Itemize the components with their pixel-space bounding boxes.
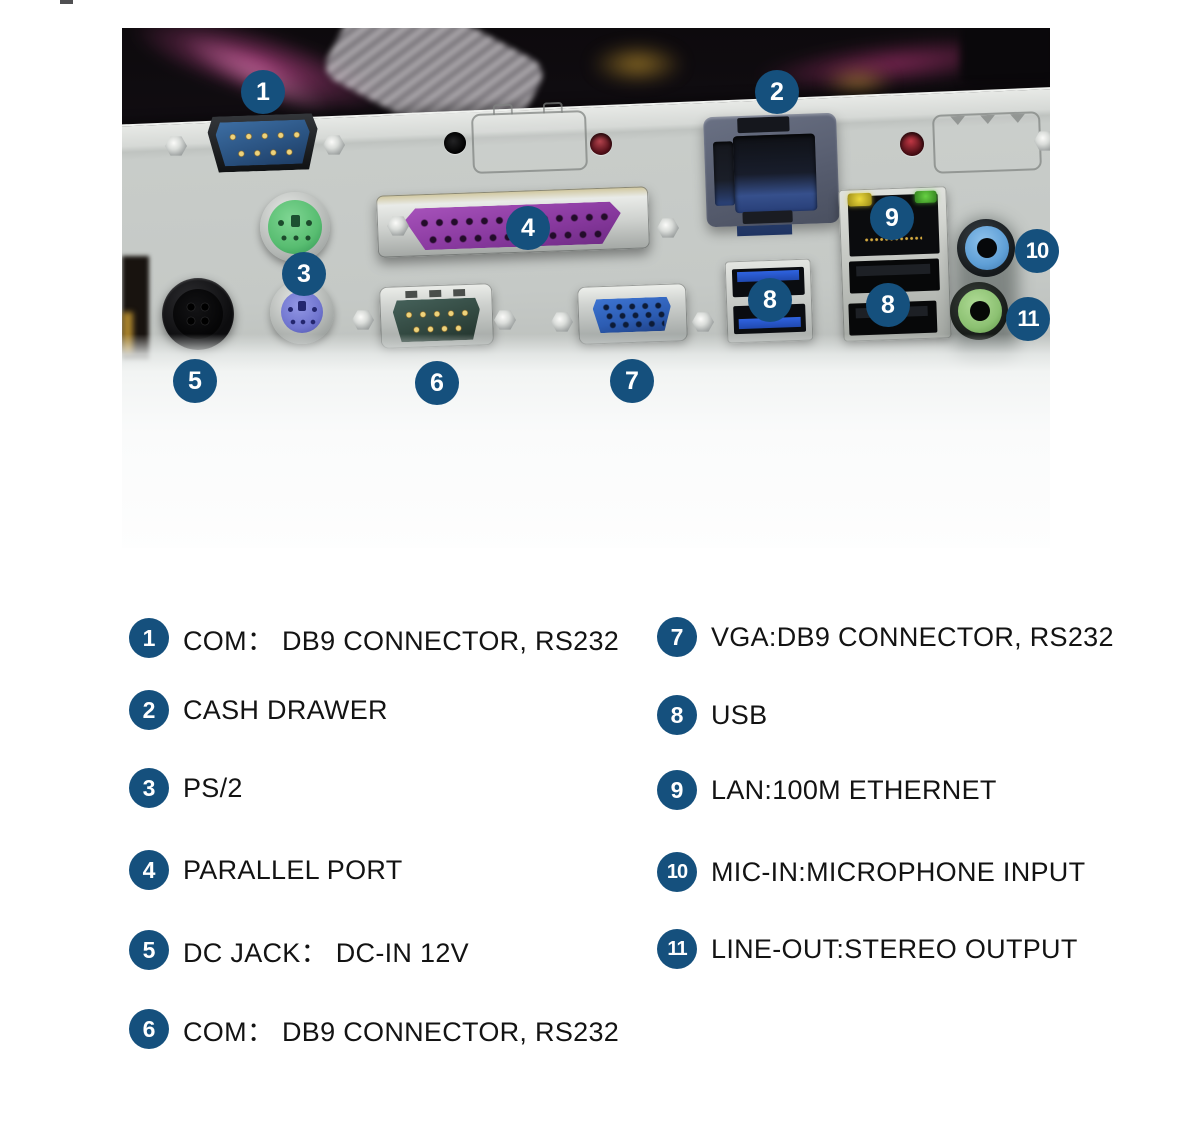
com1-insert bbox=[215, 119, 310, 166]
com1-screw-right bbox=[323, 135, 345, 155]
knockout-notch bbox=[950, 116, 965, 126]
legend-item-2: 2 CASH DRAWER bbox=[129, 690, 388, 730]
legend-badge-10: 10 bbox=[657, 852, 697, 892]
line-out-jack-hole bbox=[970, 301, 990, 321]
legend-item-5: 5 DC JACK： DC-IN 12V bbox=[129, 930, 469, 970]
callout-badge-11: 11 bbox=[1006, 297, 1050, 341]
parallel-screw-right bbox=[657, 218, 679, 238]
legend-badge-1: 1 bbox=[129, 618, 169, 658]
com6-screw-right bbox=[494, 310, 516, 330]
legend-badge-7: 7 bbox=[657, 617, 697, 657]
ps2-purple-pinhole bbox=[312, 307, 317, 312]
legend-label-5: DC JACK： DC-IN 12V bbox=[183, 937, 469, 968]
legend-label-10: MIC-IN:MICROPHONE INPUT bbox=[711, 856, 1086, 887]
cash-drawer-opening bbox=[732, 133, 818, 214]
lan-led-green bbox=[914, 190, 937, 204]
legend-item-7: 7 VGA:DB9 CONNECTOR, RS232 bbox=[657, 617, 1114, 657]
legend-badge-4: 4 bbox=[129, 850, 169, 890]
yellow-cable-blob-2 bbox=[822, 68, 894, 96]
legend-badge-9: 9 bbox=[657, 770, 697, 810]
vga-screw-right bbox=[692, 312, 714, 332]
legend-item-8: 8 USB bbox=[657, 695, 767, 735]
yellow-edge-sliver bbox=[122, 312, 133, 354]
legend-badge-2: 2 bbox=[129, 690, 169, 730]
legend-badge-8: 8 bbox=[657, 695, 697, 735]
ps2-purple-pinhole bbox=[288, 307, 293, 312]
legend-badge-5: 5 bbox=[129, 930, 169, 970]
legend-item-3: 3 PS/2 bbox=[129, 768, 243, 808]
ps2-purple-key bbox=[298, 301, 306, 311]
knockout-notch bbox=[980, 115, 995, 125]
vga-screw-left bbox=[551, 312, 573, 332]
yellow-cable-blob bbox=[590, 44, 685, 84]
legend-label-1: COM： DB9 CONNECTOR, RS232 bbox=[183, 625, 620, 656]
cash-drawer-side-slot bbox=[712, 141, 736, 206]
photo-crop-artifact bbox=[60, 0, 73, 4]
panel-edge-screw bbox=[1034, 131, 1050, 151]
legend-label-8: USB bbox=[711, 699, 768, 730]
callout-badge-6: 6 bbox=[415, 361, 459, 405]
panel-hole-red-2 bbox=[900, 132, 924, 156]
callout-badge-8b: 8 bbox=[866, 283, 910, 327]
legend-label-3: PS/2 bbox=[183, 772, 243, 803]
legend-label-7: VGA:DB9 CONNECTOR, RS232 bbox=[711, 621, 1114, 652]
legend-item-6: 6 COM： DB9 CONNECTOR, RS232 bbox=[129, 1009, 619, 1049]
ps2-green-pinhole bbox=[278, 220, 284, 226]
white-chassis-foreground bbox=[122, 334, 1050, 548]
dc-jack-pins bbox=[184, 300, 212, 328]
cash-drawer-port bbox=[703, 112, 840, 237]
callout-badge-5: 5 bbox=[173, 359, 217, 403]
knockout-notch bbox=[1010, 114, 1025, 124]
legend-badge-11: 11 bbox=[657, 929, 697, 969]
callout-badge-9: 9 bbox=[870, 196, 914, 240]
legend-label-9: LAN:100M ETHERNET bbox=[711, 774, 997, 805]
legend-label-4: PARALLEL PORT bbox=[183, 854, 403, 885]
legend-item-11: 11 LINE-OUT:STEREO OUTPUT bbox=[657, 929, 1078, 969]
mic-in-jack-hole bbox=[977, 238, 997, 258]
ps2-green-pinhole bbox=[306, 220, 312, 226]
usb2-tongue bbox=[856, 263, 931, 277]
legend-item-1: 1 COM： DB9 CONNECTOR, RS232 bbox=[129, 618, 619, 658]
panel-hole-red bbox=[590, 133, 612, 155]
com1-screw-left bbox=[165, 136, 187, 156]
legend-badge-3: 3 bbox=[129, 768, 169, 808]
callout-badge-8a: 8 bbox=[748, 278, 792, 322]
callout-badge-10: 10 bbox=[1015, 229, 1059, 273]
knockout-tab bbox=[542, 101, 564, 114]
callout-badge-3: 3 bbox=[282, 252, 326, 296]
lan-led-yellow bbox=[847, 192, 872, 207]
legend-item-9: 9 LAN:100M ETHERNET bbox=[657, 770, 997, 810]
legend-label-2: CASH DRAWER bbox=[183, 694, 388, 725]
panel-knockout-center bbox=[470, 101, 589, 174]
parallel-screw-left bbox=[387, 216, 409, 236]
panel-knockout-right bbox=[932, 111, 1042, 174]
knockout-tab bbox=[492, 103, 514, 116]
cash-drawer-top-notch bbox=[737, 116, 790, 134]
callout-badge-4: 4 bbox=[506, 206, 550, 250]
legend-label-6: COM： DB9 CONNECTOR, RS232 bbox=[183, 1016, 620, 1047]
ps2-purple-port bbox=[281, 291, 323, 333]
dark-object-top-right bbox=[960, 28, 1050, 84]
legend-item-10: 10 MIC-IN:MICROPHONE INPUT bbox=[657, 852, 1085, 892]
com1-port-db9 bbox=[203, 109, 323, 177]
legend-item-4: 4 PARALLEL PORT bbox=[129, 850, 403, 890]
com6-screw-left bbox=[352, 310, 374, 330]
ps2-green-port bbox=[268, 200, 322, 254]
cash-drawer-bottom-tab bbox=[742, 210, 793, 225]
ps2-green-key bbox=[291, 215, 300, 227]
callout-badge-2: 2 bbox=[755, 70, 799, 114]
legend-badge-6: 6 bbox=[129, 1009, 169, 1049]
callout-badge-7: 7 bbox=[610, 359, 654, 403]
legend-label-11: LINE-OUT:STEREO OUTPUT bbox=[711, 933, 1078, 964]
panel-hole-black bbox=[444, 132, 466, 154]
ps2-purple-pinholes-bottom bbox=[288, 318, 318, 326]
callout-badge-1: 1 bbox=[241, 70, 285, 114]
ps2-green-pinholes-bottom bbox=[278, 234, 314, 242]
